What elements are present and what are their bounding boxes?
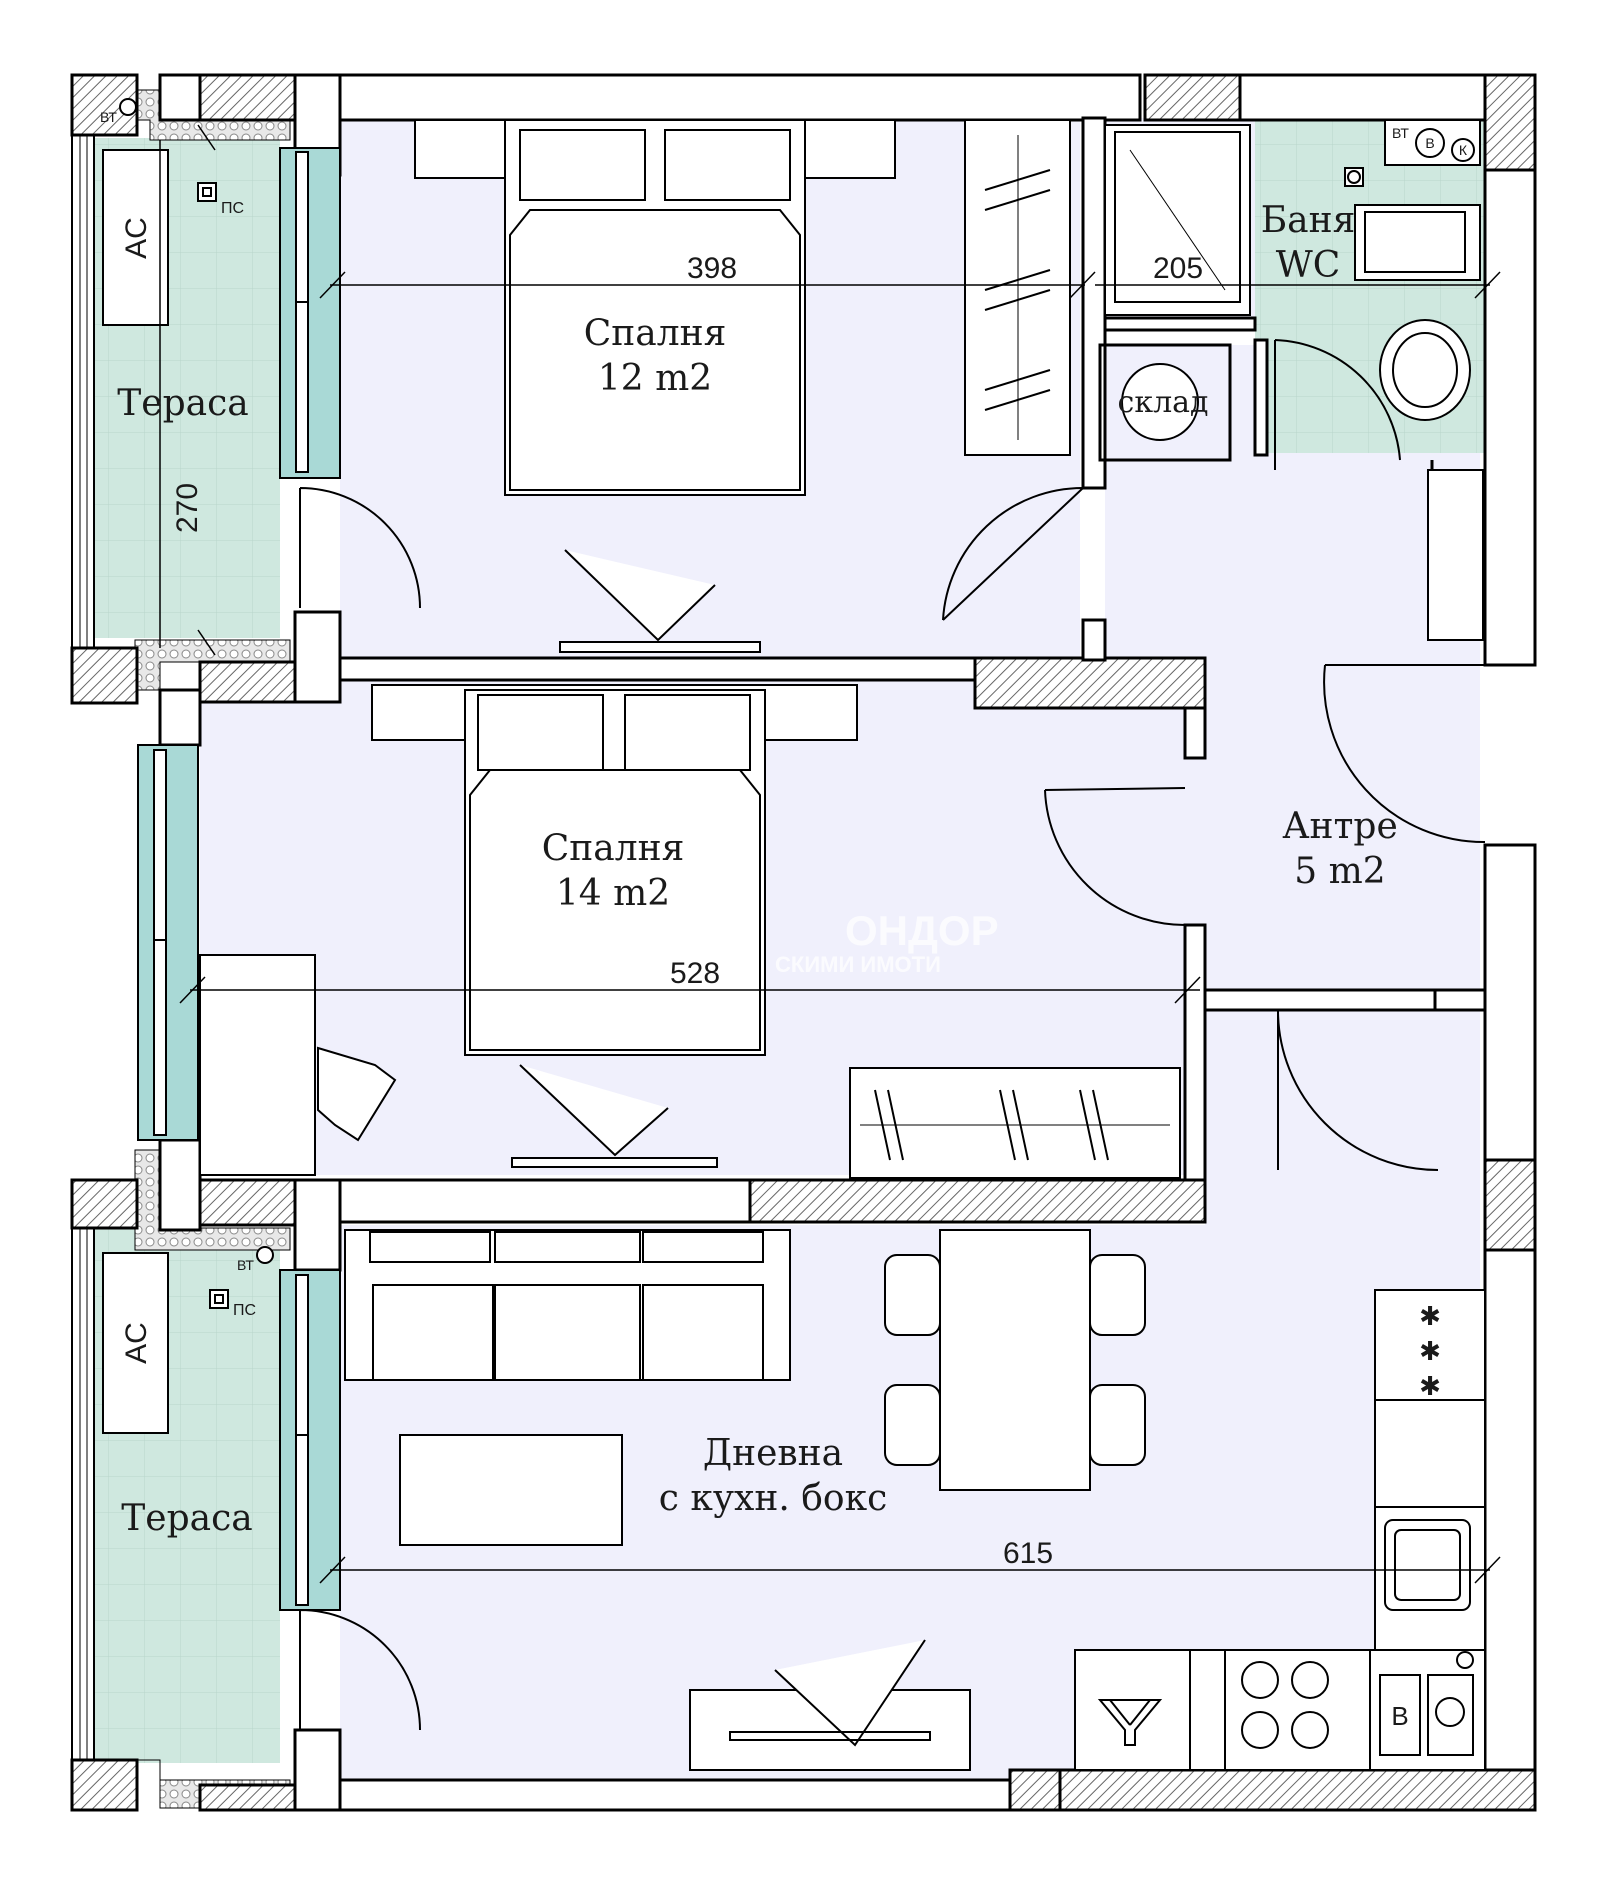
bedroom2-furniture bbox=[199, 684, 1181, 1179]
dim-bedroom1: 398 bbox=[687, 252, 737, 285]
vt-label-bath: ВТ bbox=[1392, 125, 1409, 141]
boiler-k-label: К bbox=[1459, 142, 1468, 158]
wardrobe-2 bbox=[849, 1067, 1181, 1179]
room-name-living: Дневна bbox=[703, 1433, 843, 1474]
door-bedroom1 bbox=[942, 486, 1084, 621]
dining-chair bbox=[1089, 1254, 1146, 1336]
room-name-bedroom1: Спалня bbox=[584, 313, 727, 354]
room-area-bedroom2: 14 m2 bbox=[556, 873, 670, 914]
storage-icon bbox=[1121, 363, 1199, 441]
dining-table bbox=[939, 1229, 1091, 1491]
hob-ring bbox=[1241, 1661, 1279, 1699]
hob-ring bbox=[1291, 1661, 1329, 1699]
stove-marks: ✱ bbox=[1419, 1301, 1441, 1331]
coffee-table bbox=[399, 1434, 623, 1546]
dim-living: 615 bbox=[1003, 1537, 1053, 1570]
vt-label-top: ВТ bbox=[100, 109, 117, 125]
dim-terrace: 270 bbox=[171, 483, 204, 533]
room-sub-living: с кухн. бокс bbox=[659, 1478, 887, 1519]
bath-fixtures bbox=[1104, 119, 1481, 441]
terrace-bottom-railing bbox=[71, 1209, 95, 1781]
room-area-hall: 5 m2 bbox=[1294, 851, 1385, 892]
labels: Спалня 12 m2 Спалня 14 m2 Баня WC склад … bbox=[100, 109, 1468, 1731]
dining-chair bbox=[1089, 1384, 1146, 1466]
ac-unit-bottom bbox=[102, 1252, 169, 1434]
dim-bedroom2: 528 bbox=[670, 957, 720, 990]
door-bath bbox=[1274, 339, 1401, 470]
extractor-hood-icon bbox=[1097, 1699, 1163, 1746]
appliance-b bbox=[1379, 1674, 1421, 1756]
room-name-bathroom: Баня bbox=[1261, 200, 1356, 241]
ps-label-top: ПС bbox=[221, 200, 244, 217]
dining-chair bbox=[884, 1254, 941, 1336]
door-terrace-bottom bbox=[299, 1609, 421, 1731]
living-furniture bbox=[344, 1229, 1486, 1771]
room-name-terrace-top: Тераса bbox=[117, 383, 248, 424]
boiler-k bbox=[1451, 138, 1475, 162]
tv-2 bbox=[511, 1064, 718, 1168]
room-sub-bathroom: WC bbox=[1276, 245, 1341, 286]
floors bbox=[200, 118, 1485, 1780]
room-name-storage: склад bbox=[1118, 385, 1209, 420]
vt-label-bottom: ВТ bbox=[237, 1257, 254, 1273]
room-area-bedroom1: 12 m2 bbox=[598, 358, 712, 399]
window-bedroom1 bbox=[279, 147, 341, 479]
ac-label-bottom: AC bbox=[120, 1322, 153, 1364]
tv-1 bbox=[559, 549, 761, 653]
room-name-hall: Антре bbox=[1282, 806, 1398, 847]
door-bedroom2 bbox=[1044, 787, 1186, 926]
watermark-line1: ОНДОР bbox=[845, 907, 999, 954]
walls bbox=[70, 73, 1537, 1812]
dimension-lines bbox=[159, 124, 1501, 1584]
dim-bath: 205 bbox=[1153, 252, 1203, 285]
desk-2 bbox=[199, 954, 316, 1176]
tv-living bbox=[729, 1639, 931, 1747]
stove-marks: ✱ bbox=[1419, 1336, 1441, 1366]
hob-ring bbox=[1291, 1711, 1329, 1749]
chair-2 bbox=[317, 1046, 397, 1142]
door-terrace-top bbox=[299, 487, 421, 609]
boiler-b bbox=[1415, 128, 1445, 158]
terrace-top-railing bbox=[71, 127, 95, 649]
boiler-b-label: В bbox=[1425, 135, 1434, 151]
hall-floor-b bbox=[1205, 660, 1480, 1000]
door-living bbox=[1277, 1009, 1439, 1171]
door-entrance bbox=[1323, 664, 1486, 844]
living-floor-b bbox=[1205, 1010, 1480, 1240]
ac-label-top: AC bbox=[120, 217, 153, 259]
dining-chair bbox=[884, 1384, 941, 1466]
window-bedroom2 bbox=[137, 744, 199, 1141]
doors bbox=[299, 339, 1486, 1731]
ps-label-bottom: ПС bbox=[233, 1302, 256, 1319]
window-living bbox=[279, 1269, 341, 1611]
appliance-b-label: В bbox=[1391, 1701, 1408, 1731]
room-name-bedroom2: Спалня bbox=[542, 828, 685, 869]
watermark-line2: СКИМИ ИМОТИ bbox=[775, 952, 941, 977]
room-name-terrace-bottom: Тераса bbox=[121, 1498, 252, 1539]
stove-marks: ✱ bbox=[1419, 1371, 1441, 1401]
bedroom1-furniture bbox=[414, 119, 1071, 653]
windows bbox=[137, 147, 341, 1611]
ac-unit-top bbox=[102, 149, 169, 326]
hob-ring bbox=[1241, 1711, 1279, 1749]
ac-units bbox=[102, 98, 274, 1434]
